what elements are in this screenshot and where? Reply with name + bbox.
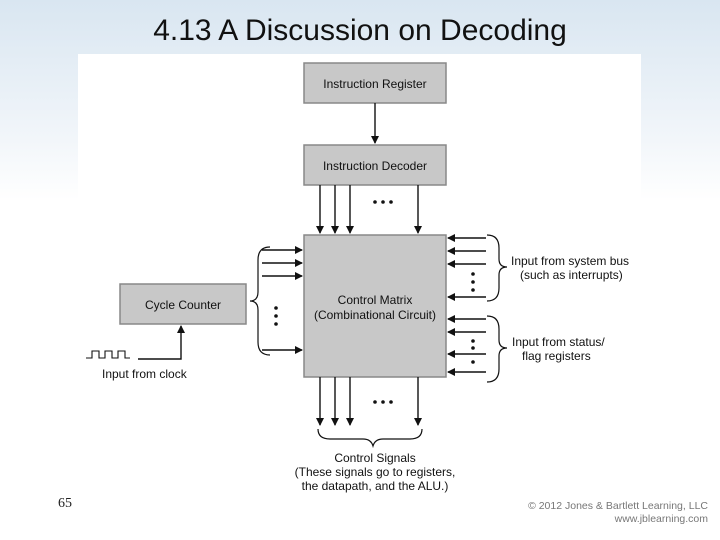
page-number: 65 [58,496,72,511]
clock-input-label: Input from clock [102,367,188,381]
cycle-counter-to-matrix-arrows [249,246,303,356]
system-bus-label-line2: (such as interrupts) [520,268,623,282]
cycle-counter-box: Cycle Counter [119,283,247,325]
publisher-url: www.jblearning.com [614,513,708,525]
instruction-decoder-label: Instruction Decoder [323,159,427,173]
system-bus-inputs: Input from system bus (such as interrupt… [447,234,629,302]
status-flag-inputs: Input from status/ flag registers [447,315,605,383]
copyright-notice: © 2012 Jones & Bartlett Learning, LLC ww… [528,500,708,526]
instruction-register-box: Instruction Register [303,62,447,104]
status-label-line2: flag registers [522,349,591,363]
decoder-output-arrows [316,185,422,234]
status-label-line1: Input from status/ [512,335,605,349]
control-matrix-label-line2: (Combinational Circuit) [314,308,436,322]
instruction-decoder-box: Instruction Decoder [303,144,447,186]
decoding-diagram: Instruction Register Instruction Decoder… [78,54,641,500]
instruction-register-label: Instruction Register [323,77,426,91]
control-matrix-label-line1: Control Matrix [338,293,413,307]
copyright-line: © 2012 Jones & Bartlett Learning, LLC [528,500,708,512]
control-signals-label-line3: the datapath, and the ALU.) [302,479,449,493]
slide-title: 4.13 A Discussion on Decoding [153,14,567,47]
clock-input: Input from clock [86,325,188,381]
control-matrix-box: Control Matrix (Combinational Circuit) [303,234,447,378]
control-signals-label-line2: (These signals go to registers, [295,465,456,479]
system-bus-label-line1: Input from system bus [511,254,629,268]
control-signals-label-line1: Control Signals [334,451,415,465]
control-signal-arrows [316,377,423,449]
cycle-counter-label: Cycle Counter [145,298,221,312]
